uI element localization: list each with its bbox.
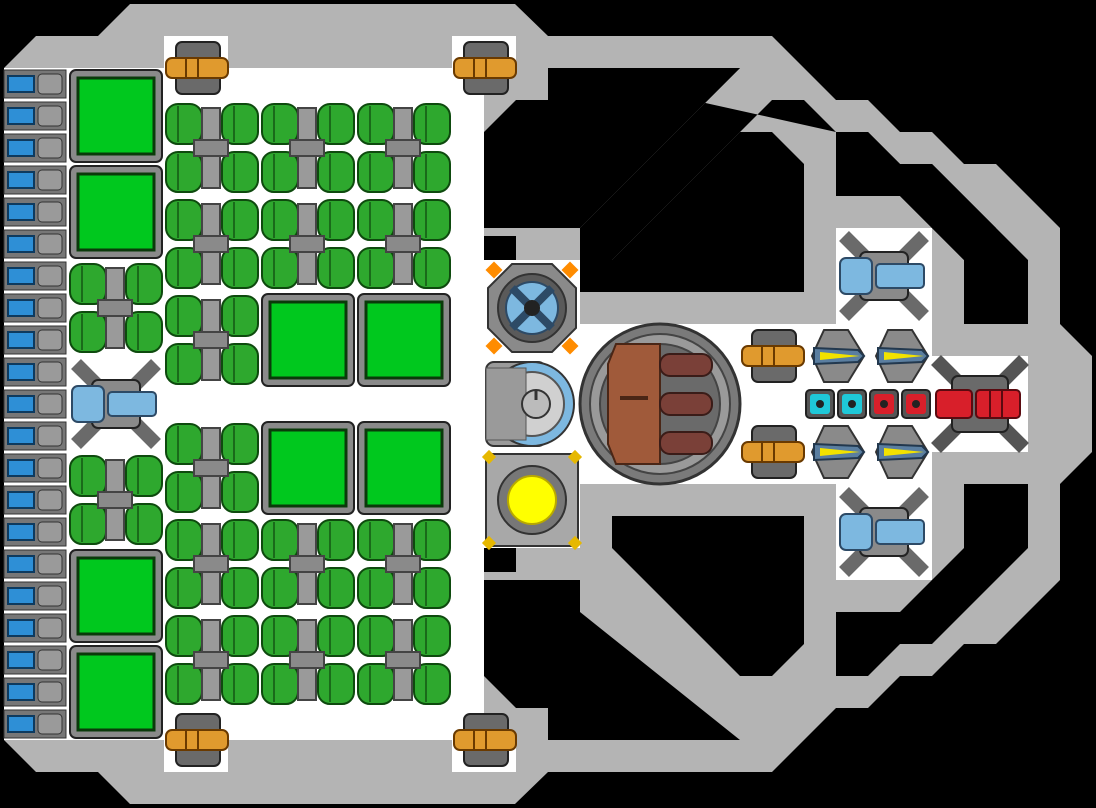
storage-crate-icon[interactable]: [357, 293, 451, 387]
battery-cell-icon[interactable]: [3, 325, 67, 355]
shield-node-icon[interactable]: [837, 389, 867, 419]
storage-crate-icon[interactable]: [69, 69, 163, 163]
battery-cell-icon[interactable]: [3, 133, 67, 163]
laser-turret-icon[interactable]: [874, 329, 930, 383]
fuel-tank-icon[interactable]: [165, 519, 259, 609]
heavy-cannon-icon[interactable]: [931, 355, 1029, 453]
shield-nodes: [805, 389, 931, 419]
shield-node-icon[interactable]: [869, 389, 899, 419]
battery-cell-icon[interactable]: [3, 229, 67, 259]
laser-turret-icon[interactable]: [810, 425, 866, 479]
engine-nozzle-icon[interactable]: [165, 713, 229, 767]
engine-nozzle-icon[interactable]: [453, 713, 517, 767]
battery-cell-icon[interactable]: [3, 613, 67, 643]
fuel-tank-icon[interactable]: [357, 615, 451, 705]
ion-thruster-icon[interactable]: [71, 359, 161, 449]
fuel-tank-icon[interactable]: [357, 519, 451, 609]
cockpit-dome-icon[interactable]: [485, 361, 575, 447]
battery-cell-icon[interactable]: [3, 677, 67, 707]
ship-core-icon[interactable]: [578, 322, 742, 486]
fuel-tank-icon[interactable]: [165, 615, 259, 705]
fuel-tank-icon[interactable]: [357, 103, 451, 193]
fuel-tank-icon[interactable]: [165, 295, 259, 385]
battery-cell-icon[interactable]: [3, 421, 67, 451]
storage-crate-icon[interactable]: [357, 421, 451, 515]
ion-thruster-icon[interactable]: [839, 487, 929, 577]
storage-crate-icon[interactable]: [261, 421, 355, 515]
battery-cell-icon[interactable]: [3, 357, 67, 387]
engine-nozzle-icon[interactable]: [741, 425, 805, 479]
laser-turret-icon[interactable]: [810, 329, 866, 383]
battery-cell-icon[interactable]: [3, 517, 67, 547]
battery-cell-icon[interactable]: [3, 69, 67, 99]
fuel-tank-icon[interactable]: [261, 519, 355, 609]
storage-crate-icon[interactable]: [69, 549, 163, 643]
battery-cell-icon[interactable]: [3, 485, 67, 515]
battery-cell-icon[interactable]: [3, 261, 67, 291]
fuel-tank-icon[interactable]: [261, 615, 355, 705]
ion-thrusters: [71, 231, 929, 577]
fuel-tank-icon[interactable]: [165, 199, 259, 289]
battery-cell-icon[interactable]: [3, 549, 67, 579]
gyroscope-icon[interactable]: [485, 261, 579, 355]
fuel-tank-icon[interactable]: [261, 103, 355, 193]
shield-node-icon[interactable]: [805, 389, 835, 419]
fuel-tank-icon[interactable]: [261, 199, 355, 289]
battery-column: [3, 69, 67, 739]
storage-crate-icon[interactable]: [261, 293, 355, 387]
engine-nozzle-icon[interactable]: [741, 329, 805, 383]
battery-cell-icon[interactable]: [3, 165, 67, 195]
storage-crate-icon[interactable]: [69, 165, 163, 259]
laser-turret-icon[interactable]: [874, 425, 930, 479]
battery-cell-icon[interactable]: [3, 101, 67, 131]
small-engines: [165, 41, 805, 767]
battery-cell-icon[interactable]: [3, 389, 67, 419]
battery-cell-icon[interactable]: [3, 645, 67, 675]
engine-nozzle-icon[interactable]: [165, 41, 229, 95]
fuel-tank-icon[interactable]: [69, 263, 163, 353]
reactor-icon[interactable]: [481, 449, 583, 551]
battery-cell-icon[interactable]: [3, 197, 67, 227]
engine-nozzle-icon[interactable]: [453, 41, 517, 95]
fuel-tanks: [69, 103, 451, 705]
fuel-tank-icon[interactable]: [165, 103, 259, 193]
storage-crate-icon[interactable]: [69, 645, 163, 739]
storage-crates: [69, 69, 451, 739]
battery-cell-icon[interactable]: [3, 581, 67, 611]
fuel-tank-icon[interactable]: [165, 423, 259, 513]
fuel-tank-icon[interactable]: [69, 455, 163, 545]
laser-turrets: [810, 329, 930, 479]
shield-node-icon[interactable]: [901, 389, 931, 419]
ion-thruster-icon[interactable]: [839, 231, 929, 321]
battery-cell-icon[interactable]: [3, 293, 67, 323]
battery-cell-icon[interactable]: [3, 709, 67, 739]
battery-cell-icon[interactable]: [3, 453, 67, 483]
fuel-tank-icon[interactable]: [357, 199, 451, 289]
